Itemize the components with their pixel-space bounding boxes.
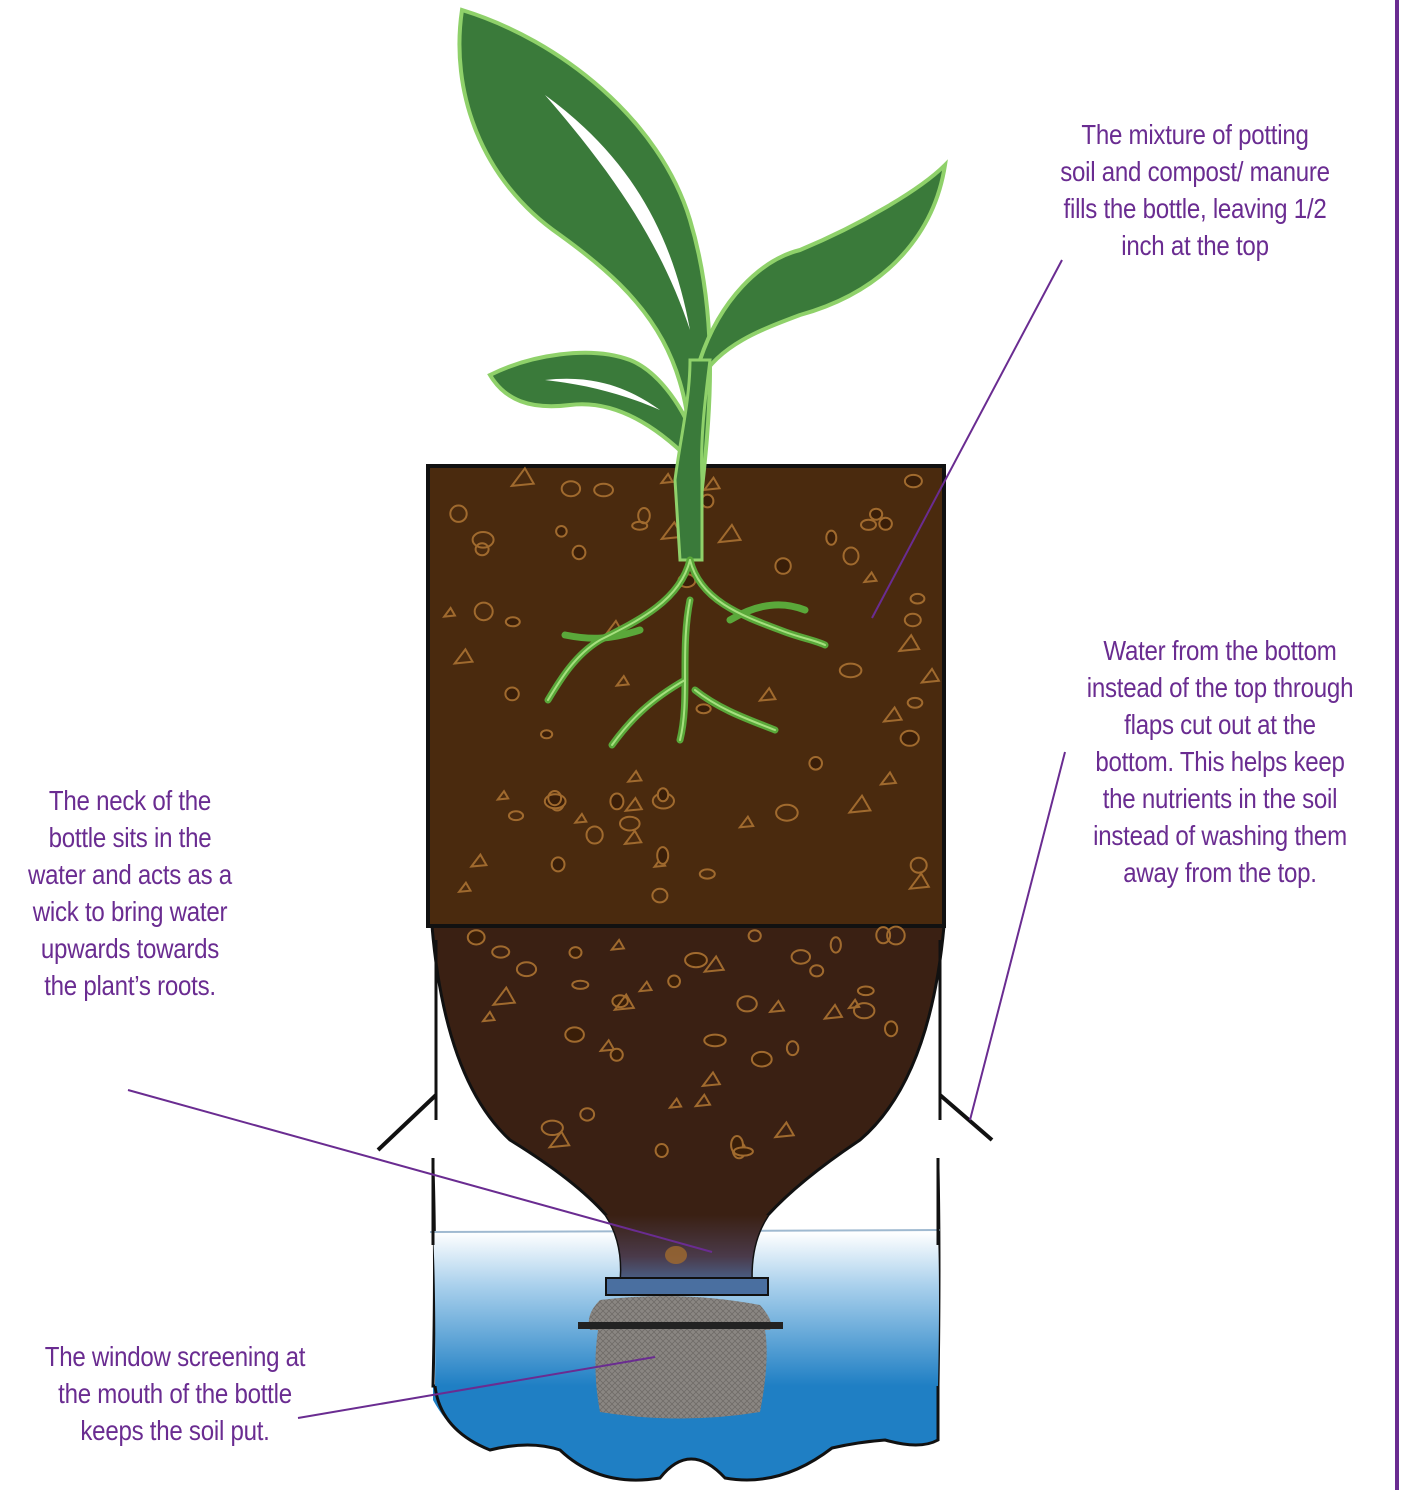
label-line: The neck of the [1,782,259,819]
soil-speck [734,1147,753,1155]
label-line: away from the top. [1065,854,1375,891]
soil-speck [658,788,668,801]
soil-speck [668,976,680,988]
label-line: the mouth of the bottle [20,1375,330,1412]
soil-speck [556,526,567,537]
soil-speck [870,509,882,520]
soil-speck [752,1052,772,1067]
soil-speck [879,518,892,530]
label-bottom-watering: Water from the bottom instead of the top… [1065,632,1375,891]
soil-speck [506,617,520,626]
soil-speck [809,757,822,770]
soil-speck [468,930,485,944]
right-border [1395,0,1399,1490]
left-flap [378,1095,436,1150]
label-line: fills the bottle, leaving 1/2 [1014,190,1375,227]
bottle-cap-ring [606,1278,768,1295]
label-line: inch at the top [1014,227,1375,264]
soil-speck [656,1144,668,1157]
soil-speck [885,1021,897,1036]
soil-speck [901,731,919,746]
soil-speck [541,730,552,738]
soil-speck [704,1035,725,1047]
label-line: bottom. This helps keep [1065,743,1375,780]
soil-speck [610,794,623,810]
label-line: the nutrients in the soil [1065,780,1375,817]
label-line: Water from the bottom [1065,632,1375,669]
label-soil-mixture: The mixture of potting soil and compost/… [1014,116,1375,264]
label-line: soil and compost/ manure [1014,153,1375,190]
soil-speck [905,475,922,487]
label-line: instead of washing them [1065,817,1375,854]
label-line: the plant’s roots. [1,967,259,1004]
label-line: upwards towards [1,930,259,967]
soil-speck [552,857,565,871]
label-line: instead of the top through [1065,669,1375,706]
soil-speck [657,847,668,864]
soil-speck [685,953,707,967]
soil-speck [611,1049,623,1061]
right-flap [940,1095,992,1140]
right-leaf [700,165,945,380]
soil-speck [697,704,711,713]
window-screening [578,1296,783,1419]
soil-speck [570,947,582,958]
soil-speck [826,531,836,545]
label-line: The mixture of potting [1014,116,1375,153]
label-line: bottle sits in the [1,819,259,856]
soil-speck [775,558,790,574]
soil-speck [573,546,586,559]
left-leaf [490,353,695,460]
label-bottle-neck-wick: The neck of the bottle sits in the water… [1,782,259,1004]
label-line: The window screening at [20,1338,330,1375]
soil-speck [505,688,518,701]
label-line: wick to bring water [1,893,259,930]
label-line: keeps the soil put. [20,1412,330,1449]
leader-flaps [970,752,1065,1120]
leader-soil [872,260,1062,618]
label-window-screening: The window screening at the mouth of the… [20,1338,330,1449]
soil-speck [565,1027,584,1041]
label-line: water and acts as a [1,856,259,893]
label-line: flaps cut out at the [1065,706,1375,743]
soil-speck [858,987,874,996]
